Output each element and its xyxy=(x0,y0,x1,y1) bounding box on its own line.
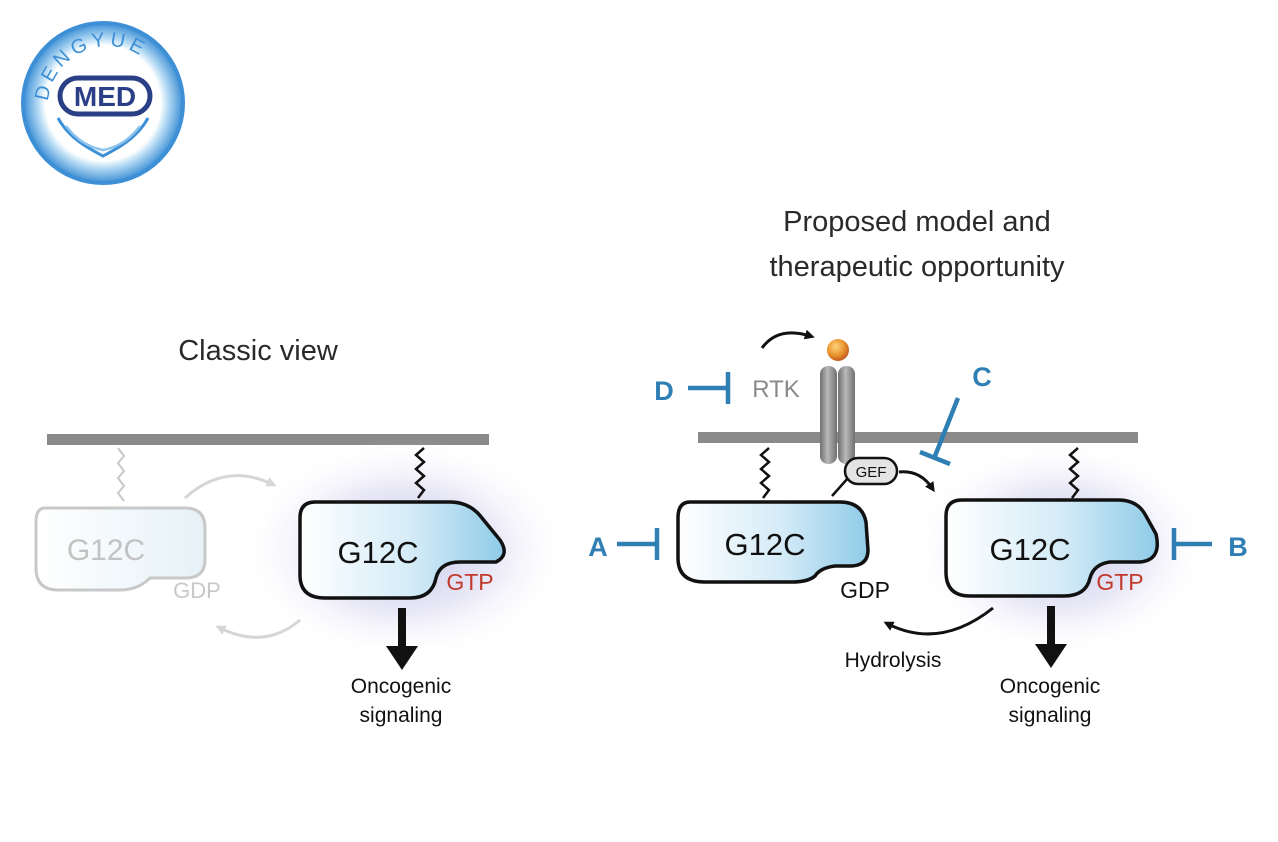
gdp-label-right: GDP xyxy=(840,577,890,603)
ghost-protein-label: G12C xyxy=(67,534,145,567)
inhibitor-a-bar xyxy=(617,528,660,560)
rtk-label: RTK xyxy=(752,376,800,403)
gtp-label-right: GTP xyxy=(1096,569,1143,595)
signaling-arrowhead-right xyxy=(1035,644,1067,668)
gef-link xyxy=(831,477,849,497)
hydrolysis-arrow xyxy=(883,606,994,636)
ligand-icon xyxy=(827,339,849,361)
left-panel: Classic view G12C GDP G12C GTP Oncogenic… xyxy=(34,335,570,727)
rtk-receptor xyxy=(760,329,855,464)
output-label-right-line2: signaling xyxy=(1009,704,1092,727)
inhibitor-d-label: D xyxy=(654,376,674,406)
cell-membrane-left xyxy=(47,434,489,445)
brand-logo: DENGYUE MED xyxy=(21,21,185,185)
active-protein-label-right: G12C xyxy=(990,532,1071,567)
signaling-arrowhead-left xyxy=(386,646,418,670)
ligand-binding-arrow xyxy=(760,329,815,349)
hydrolysis-label: Hydrolysis xyxy=(845,649,942,672)
right-panel: Proposed model and therapeutic opportuni… xyxy=(588,206,1248,727)
lipid-anchor-active-right xyxy=(1068,447,1080,499)
g12c-protein-active-right xyxy=(944,498,1159,598)
output-label-left-line2: signaling xyxy=(360,704,443,727)
right-panel-title-line2: therapeutic opportunity xyxy=(769,251,1065,283)
gef-exchange-arrow xyxy=(898,470,935,493)
inhibitor-d-bar xyxy=(688,372,731,404)
left-panel-title: Classic view xyxy=(178,335,339,367)
lipid-anchor-left xyxy=(414,447,426,499)
ghost-gdp-label: GDP xyxy=(173,578,221,603)
inhibitor-c-label: C xyxy=(972,362,992,392)
active-protein-label-left: G12C xyxy=(338,535,419,570)
inhibitor-b-bar xyxy=(1171,528,1212,560)
ghost-activation-arrow xyxy=(183,474,277,500)
cell-membrane-right xyxy=(698,432,1138,443)
output-label-left-line1: Oncogenic xyxy=(351,675,451,698)
right-panel-title-line1: Proposed model and xyxy=(783,206,1051,238)
logo-wordmark: MED xyxy=(74,81,136,112)
ghost-g12c-protein xyxy=(34,506,207,592)
ghost-lipid-anchor xyxy=(116,447,126,502)
output-label-right-line1: Oncogenic xyxy=(1000,675,1100,698)
gef-node xyxy=(843,456,899,486)
gef-label: GEF xyxy=(856,464,887,481)
gtp-label-left: GTP xyxy=(446,569,493,595)
g12c-protein-active-left xyxy=(298,500,506,600)
ghost-hydrolysis-arrow xyxy=(215,618,301,639)
inactive-protein-label: G12C xyxy=(725,527,806,562)
inhibitor-c-bar xyxy=(919,397,961,467)
lipid-anchor-inactive xyxy=(759,447,771,499)
inhibitor-b-label: B xyxy=(1228,532,1248,562)
inhibitor-a-label: A xyxy=(588,532,608,562)
g12c-protein-inactive xyxy=(676,500,870,584)
